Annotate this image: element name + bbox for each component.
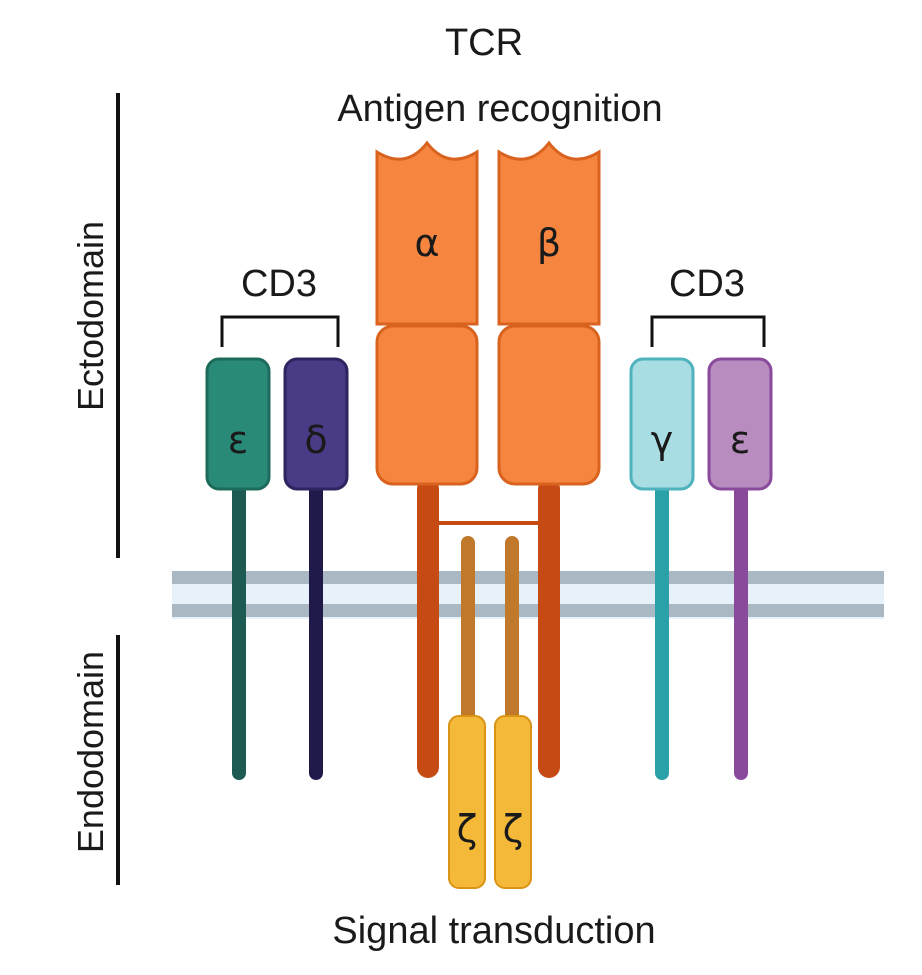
endodomain-label: Endodomain: [70, 651, 111, 853]
tcr-beta-symbol: β: [537, 221, 561, 265]
cd3-gamma-chain: γ: [629, 357, 695, 780]
tcr-beta-chain: β: [497, 140, 601, 486]
cd3-left-label: CD3: [241, 263, 317, 305]
tcr-alpha-symbol: α: [414, 221, 439, 265]
cd3-epsilon-left-symbol: ε: [228, 418, 249, 462]
zeta-chains: ζ ζ: [448, 536, 532, 889]
cd3-left-bracket: [220, 315, 340, 347]
cd3-right-label: CD3: [669, 263, 745, 305]
zeta-left-box: [448, 715, 486, 889]
cd3-delta-box: [283, 357, 349, 491]
antigen-recognition-label: Antigen recognition: [337, 88, 662, 130]
zeta-left-symbol: ζ: [457, 807, 478, 851]
cd3-right-bracket: [650, 315, 766, 347]
cd3-delta-chain: δ: [283, 357, 349, 780]
tcr-alpha-variable-domain: [375, 140, 479, 326]
cd3-delta-symbol: δ: [304, 418, 327, 462]
cd3-gamma-box: [629, 357, 695, 491]
tcr-alpha-chain: α: [375, 140, 479, 486]
cd3-epsilon-left-chain: ε: [205, 357, 271, 780]
tcr-alpha-constant-domain: [375, 324, 479, 486]
zeta-right-box: [494, 715, 532, 889]
tcr-beta-variable-domain: [497, 140, 601, 326]
cd3-epsilon-right-chain: ε: [707, 357, 773, 780]
cell-membrane: [172, 571, 884, 619]
ectodomain-label: Ectodomain: [70, 221, 111, 411]
cd3-gamma-symbol: γ: [651, 418, 674, 462]
tcr-beta-constant-domain: [497, 324, 601, 486]
cd3-epsilon-right-box: [707, 357, 773, 491]
cd3-epsilon-right-symbol: ε: [730, 418, 751, 462]
zeta-right-symbol: ζ: [503, 807, 524, 851]
cd3-epsilon-left-box: [205, 357, 271, 491]
signal-transduction-label: Signal transduction: [332, 910, 655, 952]
tcr-stalks: [417, 478, 560, 778]
diagram-title: TCR: [445, 22, 523, 64]
